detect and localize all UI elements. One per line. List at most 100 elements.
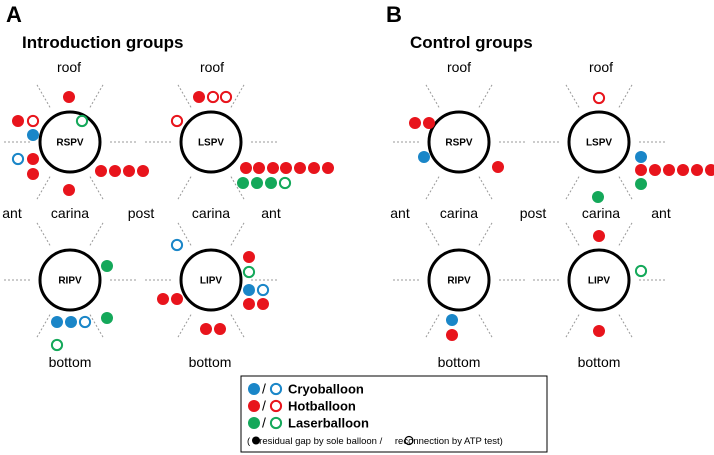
a-ripv-label: RIPV	[58, 276, 82, 287]
a-lipv-marker	[242, 265, 256, 279]
legend-note: (residual gap by sole balloon / reconnec…	[247, 436, 503, 447]
a-lipv-marker	[256, 283, 270, 297]
b-lipv-marker	[634, 264, 648, 278]
legend-hot-hollow-marker	[269, 399, 283, 413]
legend-laser-label: Laserballoon	[288, 416, 369, 431]
a-rspv-guide-line	[35, 176, 51, 202]
panel-b: B Control groups roof ant carina post ro…	[386, 2, 671, 370]
a-rspv-post-label: post	[128, 205, 155, 221]
a-rspv-ring	[38, 110, 102, 174]
legend-hollow-marker	[404, 435, 414, 446]
b-lspv-ring	[567, 110, 631, 174]
a-lipv-guide-line	[230, 220, 246, 246]
a-ripv-bottom-label: bottom	[49, 354, 92, 370]
a-rspv-marker	[109, 165, 121, 177]
legend-note-hollow: reconnection by ATP test)	[395, 436, 503, 447]
panel-b-title: Control groups	[410, 33, 533, 52]
a-rspv-carina-label: carina	[51, 205, 89, 221]
a-rspv-guide-line	[89, 176, 105, 202]
a-lspv-guide-line	[176, 176, 192, 202]
a-lipv-bottom-label: bottom	[189, 354, 232, 370]
a-rspv-marker	[75, 114, 89, 128]
b-lspv-marker	[677, 164, 689, 176]
a-lspv-marker	[267, 162, 279, 174]
b-rspv-ring	[427, 110, 491, 174]
a-ripv-marker	[51, 316, 63, 328]
a-ripv-vein: RIPV	[2, 220, 138, 352]
a-lspv-marker	[322, 162, 334, 174]
b-lspv-marker	[635, 164, 647, 176]
a-lspv-vein: LSPV	[143, 82, 334, 202]
b-ripv-ring	[427, 248, 491, 312]
b-lspv-vein: LSPV	[531, 82, 714, 203]
panel-b-letter: B	[386, 2, 402, 27]
a-ripv-guide-line	[89, 220, 105, 246]
legend-hot-label: Hotballoon	[288, 399, 356, 414]
legend-laser-hollow-marker	[269, 416, 283, 430]
b-ripv-marker	[446, 329, 458, 341]
a-rspv-label: RSPV	[56, 138, 84, 149]
b-rspv-label: RSPV	[445, 138, 473, 149]
a-rspv-marker	[27, 129, 39, 141]
b-lspv-carina-label: carina	[582, 205, 620, 221]
b-lspv-guide-line	[564, 82, 580, 108]
a-lspv-marker	[253, 162, 265, 174]
a-rspv-marker	[123, 165, 135, 177]
a-lspv-guide-line	[230, 176, 246, 202]
a-lspv-marker	[294, 162, 306, 174]
a-lipv-guide-line	[230, 314, 246, 340]
b-rspv-guide-line	[424, 176, 440, 202]
b-lipv-bottom-label: bottom	[578, 354, 621, 370]
a-rspv-marker	[137, 165, 149, 177]
b-rspv-marker	[423, 117, 435, 129]
panel-a: A Introduction groups roof ant carina po…	[2, 2, 281, 370]
a-rspv-marker	[26, 114, 40, 128]
panel-a-title: Introduction groups	[22, 33, 183, 52]
legend-item-laser: /Laserballoon	[248, 415, 369, 431]
a-ripv-marker	[50, 338, 64, 352]
a-ripv-guide-line	[35, 314, 51, 340]
a-lspv-marker	[237, 177, 249, 189]
legend-item-hot: /Hotballoon	[248, 398, 356, 414]
a-ripv-marker	[65, 316, 77, 328]
a-lipv-guide-line	[176, 314, 192, 340]
b-lspv-marker	[705, 164, 714, 176]
panel-a-letter: A	[6, 2, 22, 27]
a-lipv-marker	[171, 293, 183, 305]
b-lipv-marker	[593, 325, 605, 337]
legend-slash: /	[262, 381, 266, 397]
a-rspv-marker	[12, 115, 24, 127]
b-rspv-guide-line	[478, 176, 494, 202]
b-rspv-guide-line	[424, 82, 440, 108]
a-rspv-roof-label: roof	[57, 59, 81, 75]
b-ripv-guide-line	[478, 220, 494, 246]
legend-filled-marker	[252, 436, 260, 445]
b-lspv-marker	[649, 164, 661, 176]
a-lspv-marker	[170, 114, 184, 128]
b-rspv-ant-label: ant	[390, 205, 410, 221]
a-ripv-ring	[38, 248, 102, 312]
b-ripv-vein: RIPV	[391, 220, 527, 341]
a-lspv-ring	[179, 110, 243, 174]
a-lspv-marker	[251, 177, 263, 189]
a-lipv-marker	[257, 298, 269, 310]
a-lipv-marker	[214, 323, 226, 335]
a-rspv-marker	[63, 184, 75, 196]
b-lspv-marker	[635, 178, 647, 190]
a-ripv-marker	[78, 315, 92, 329]
b-lipv-marker	[593, 230, 605, 242]
a-lspv-marker	[278, 176, 292, 190]
a-lipv-vein: LIPV	[143, 220, 279, 340]
a-lipv-marker	[243, 251, 255, 263]
b-ripv-guide-line	[424, 314, 440, 340]
a-rspv-vein: RSPV	[2, 82, 149, 202]
b-lspv-label: LSPV	[586, 138, 612, 149]
a-rspv-guide-line	[35, 82, 51, 108]
b-ripv-marker	[446, 314, 458, 326]
legend-note-paren: (	[247, 436, 251, 447]
a-lspv-marker	[280, 162, 292, 174]
a-rspv-marker	[63, 91, 75, 103]
a-lspv-roof-label: roof	[200, 59, 224, 75]
b-lspv-marker	[691, 164, 703, 176]
b-lspv-marker	[635, 151, 647, 163]
